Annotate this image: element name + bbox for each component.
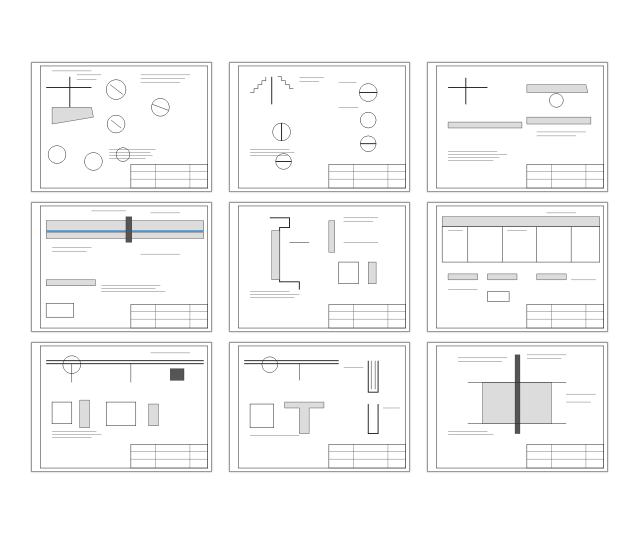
sheet-8-drawing: [238, 345, 406, 469]
drawing-sheet-6: [427, 202, 608, 332]
sheet-2-drawing: [238, 65, 406, 189]
sheet-9-drawing: [436, 345, 604, 469]
drawing-sheet-5: [229, 202, 410, 332]
drawing-sheet-8: [229, 342, 410, 472]
drawing-sheet-7: [31, 342, 212, 472]
drawing-sheet-4: [31, 202, 212, 332]
sheet-5-drawing: [238, 205, 406, 329]
sheet-3-drawing: [436, 65, 604, 189]
sheet-4-drawing: [40, 205, 208, 329]
drawing-sheet-1: [31, 62, 212, 192]
drawing-sheet-3: [427, 62, 608, 192]
drawing-sheet-2: [229, 62, 410, 192]
sheet-1-drawing: [40, 65, 208, 189]
drawing-sheet-9: [427, 342, 608, 472]
sheet-7-drawing: [40, 345, 208, 469]
sheet-6-drawing: [436, 205, 604, 329]
